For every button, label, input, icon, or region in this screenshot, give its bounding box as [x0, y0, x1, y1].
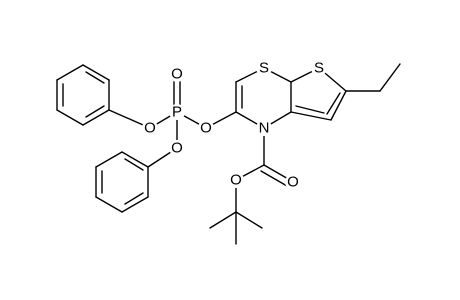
phosphoryl-oxygen-label: O	[171, 66, 183, 83]
ester-oxygen-phenyl-2-atom: O	[169, 140, 185, 157]
thiophene-bond	[290, 111, 332, 121]
carbonyl-double-bond	[263, 164, 291, 181]
carbamate-ester-oxygen-atom: O	[228, 172, 244, 189]
thiophene-double-bond	[326, 92, 341, 115]
tbutyl-methyl-bond	[235, 211, 263, 229]
phenyl-2-bond	[95, 151, 123, 168]
ester-oxygen-phenyl-1-atom: O	[142, 120, 158, 137]
ester-oxygen-phenyl-1-label: O	[144, 120, 156, 137]
phenyl-1-bond	[82, 64, 110, 81]
carbamate-carbonyl-oxygen-atom: O	[285, 174, 301, 191]
ethyl-bond	[379, 63, 401, 92]
phenyl-1-inner-bond	[85, 105, 105, 118]
phenyl-1-bond	[56, 109, 84, 126]
carbamate-ester-oxygen-label: O	[230, 172, 242, 189]
ester-oxygen-ring-atom: O	[198, 120, 214, 137]
thiophene-inner-bond	[295, 105, 325, 114]
atom-label-layer: O P O O O S S N	[142, 60, 327, 191]
thiophene-double-bond	[330, 90, 347, 121]
ester-oxygen-phenyl-2-label: O	[171, 140, 183, 157]
thiophene-sulfur-label: S	[314, 60, 324, 77]
phosphorus-label: P	[172, 104, 182, 121]
phenyl-1-bond	[56, 64, 84, 81]
ring-nitrogen-atom: N	[256, 120, 272, 137]
phenyl-2-inner-bond	[124, 192, 144, 205]
ring-nitrogen-label: N	[259, 120, 270, 137]
carbonyl-double-bond	[260, 170, 288, 187]
phenyl-1-bond	[82, 109, 110, 126]
phenyl-1-inner-bond	[85, 71, 105, 84]
thiazine-sulfur-atom: S	[256, 60, 272, 77]
thiophene-sulfur-atom: S	[311, 60, 327, 77]
bond-layer	[56, 63, 401, 245]
phenyl-2-bond	[95, 196, 123, 213]
tbutyl-methyl-bond	[209, 211, 237, 229]
carbamate-carbonyl-oxygen-label: O	[287, 174, 299, 191]
phenyl-2-bond	[121, 151, 149, 168]
phosphoryl-oxygen-atom: O	[169, 66, 185, 83]
phenyl-2-inner-bond	[124, 158, 144, 171]
phenyl-2-bond	[121, 196, 149, 213]
ester-oxygen-ring-label: O	[200, 120, 212, 137]
thiazine-sulfur-label: S	[259, 60, 269, 77]
phosphorus-atom: P	[169, 104, 185, 121]
